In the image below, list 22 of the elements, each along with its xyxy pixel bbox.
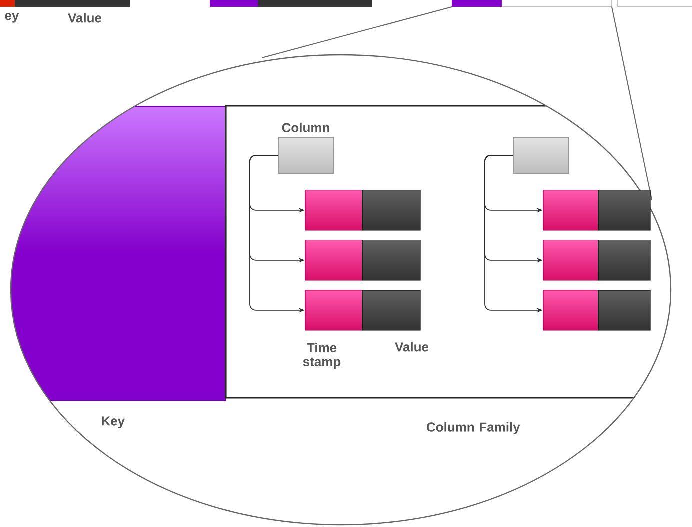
timestamp-cell: [543, 190, 599, 231]
key-block: Key: [11, 106, 226, 428]
label: Value: [68, 13, 102, 23]
value-cell: [362, 240, 421, 281]
value-cell: [598, 240, 651, 281]
timestamp-cell: [543, 290, 599, 331]
label: ey: [5, 13, 20, 23]
column-box: [513, 137, 569, 174]
column-box: Column: [278, 122, 334, 174]
timestamp-cell: [543, 240, 599, 281]
label: Time stamp: [303, 342, 341, 370]
label: Value: [395, 342, 429, 352]
timestamp-cell: [305, 290, 363, 331]
node-label: Column Family: [426, 422, 520, 434]
value-cell: [598, 290, 651, 331]
value-cell: [362, 190, 421, 231]
node-label: Key: [102, 416, 125, 428]
timestamp-cell: [305, 240, 363, 281]
timestamp-cell: [305, 190, 363, 231]
value-cell: [362, 290, 421, 331]
value-cell: [598, 190, 651, 231]
node-label: Column: [282, 122, 330, 132]
